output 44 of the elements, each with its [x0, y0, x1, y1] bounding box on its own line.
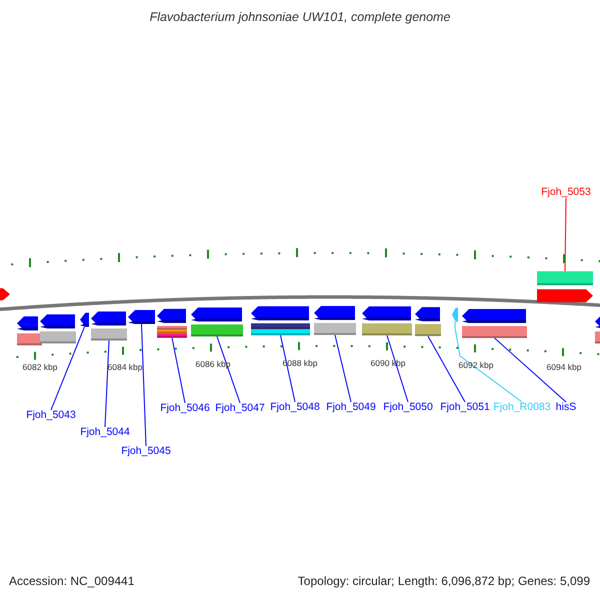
leader-line [104, 340, 110, 428]
leader-line [428, 336, 466, 402]
accession-text: Accession: NC_009441 [9, 574, 134, 588]
scale-label: 6094 kbp [546, 362, 582, 372]
leader-line [386, 334, 408, 402]
gene-feature [157, 308, 187, 338]
genome-info-text: Topology: circular; Length: 6,096,872 bp; Genes: 5,099 [298, 574, 590, 588]
gene-label: Fjoh_5047 [215, 402, 265, 414]
gene-feature [251, 306, 310, 336]
leader-line [494, 338, 566, 402]
gene-label: Fjoh_5049 [326, 401, 376, 413]
gene-label: Fjoh_5044 [80, 426, 130, 438]
gene-label: Fjoh_5045 [121, 445, 171, 457]
gene-feature [80, 312, 89, 327]
gene-label: hisS [556, 401, 576, 413]
leader-line [216, 336, 240, 404]
leader-line [454, 321, 522, 402]
gene-feature [191, 307, 243, 336]
gene-feature [91, 312, 127, 341]
chart-title: Flavobacterium johnsoniae UW101, complete genome [148, 10, 452, 24]
leader-line [334, 334, 352, 402]
gene-feature [314, 306, 356, 335]
scale-label: 6084 kbp [108, 362, 142, 372]
gene-label: Fjoh_5043 [26, 409, 76, 421]
gene-label: Fjoh_5048 [270, 401, 320, 413]
gene-feature [40, 314, 76, 344]
leader-line [172, 337, 186, 404]
gene-label: Fjoh_R0083 [493, 401, 551, 413]
gene-feature [462, 309, 527, 338]
leader-line [141, 324, 146, 446]
gene-label: Fjoh_5053 [541, 186, 591, 198]
gene-label: Fjoh_5051 [440, 401, 490, 413]
scale-label: 6082 kbp [22, 362, 58, 372]
gene-feature [415, 307, 441, 336]
gene-feature [537, 271, 593, 302]
gene-feature [128, 310, 155, 324]
gene-feature [0, 288, 10, 300]
gene-label: Fjoh_5046 [160, 402, 210, 414]
gene-feature [452, 308, 458, 322]
leader-line [564, 198, 566, 272]
gene-feature [17, 316, 42, 346]
gene-feature [362, 306, 412, 336]
gene-label: Fjoh_5050 [383, 401, 433, 413]
gene-feature [595, 314, 600, 344]
